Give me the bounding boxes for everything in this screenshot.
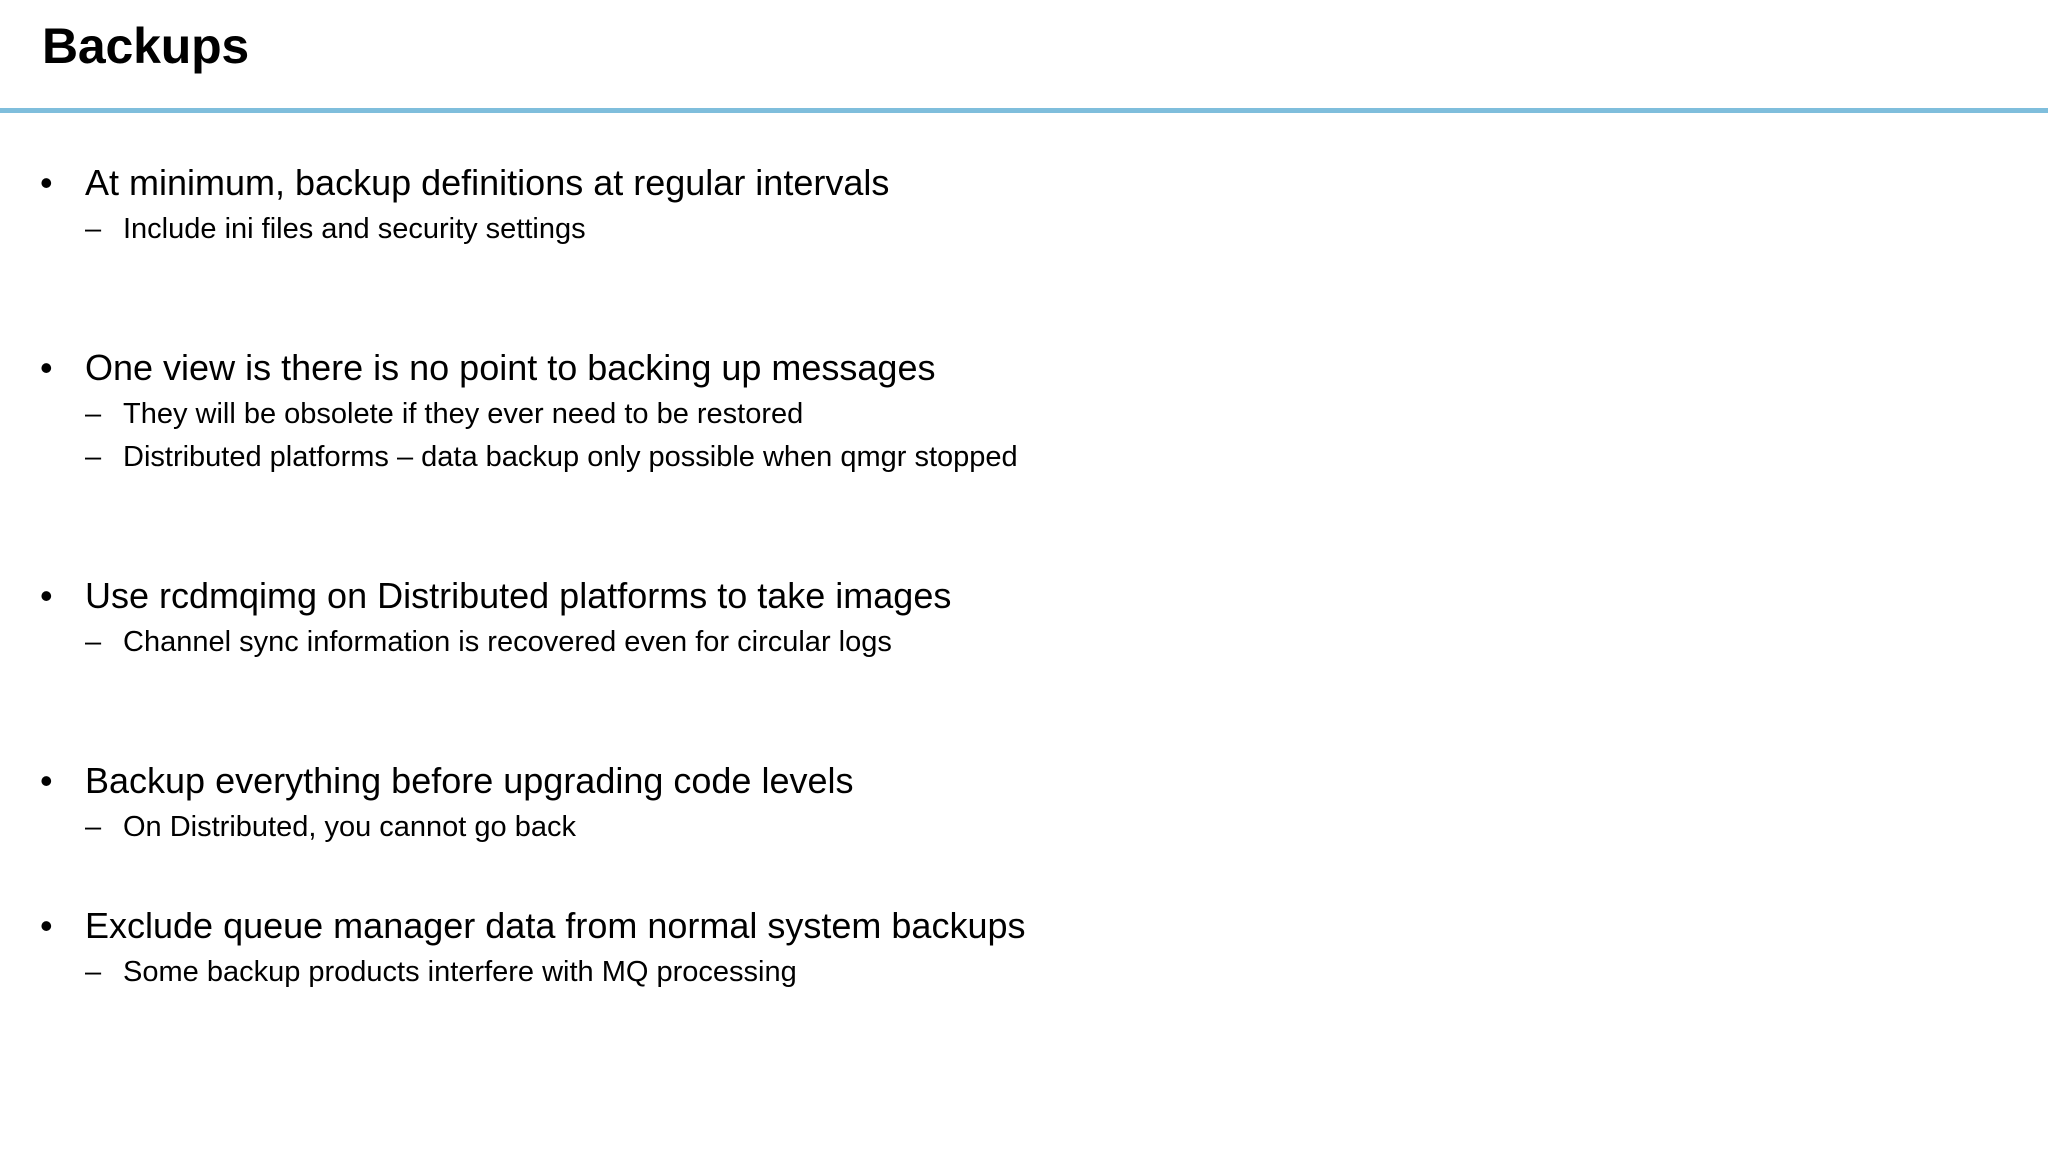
bullet-group-2: • One view is there is no point to backi… <box>0 343 2048 479</box>
bullet-item-level2: – On Distributed, you cannot go back <box>0 806 2048 849</box>
bullet-text: Use rcdmqimg on Distributed platforms to… <box>85 575 952 616</box>
bullet-text: At minimum, backup definitions at regula… <box>85 162 890 203</box>
bullet-text: On Distributed, you cannot go back <box>123 811 576 843</box>
sub-list: – Some backup products interfere with MQ… <box>0 951 2048 994</box>
bullet-dot-icon: • <box>40 760 53 801</box>
page-title: Backups <box>42 18 250 74</box>
bullet-dot-icon: • <box>40 347 53 388</box>
bullet-group-5: • Exclude queue manager data from normal… <box>0 901 2048 994</box>
bullet-dot-icon: • <box>40 162 53 203</box>
bullet-dot-icon: • <box>40 575 53 616</box>
bullet-text: Exclude queue manager data from normal s… <box>85 905 1026 946</box>
bullet-text: One view is there is no point to backing… <box>85 347 936 388</box>
bullet-item-level1: • One view is there is no point to backi… <box>0 343 2048 392</box>
bullet-dash-icon: – <box>85 956 102 988</box>
bullet-group-4: • Backup everything before upgrading cod… <box>0 756 2048 849</box>
group-spacer <box>0 849 2048 901</box>
group-spacer <box>0 251 2048 343</box>
bullet-item-level1: • Exclude queue manager data from normal… <box>0 901 2048 950</box>
bullet-text: They will be obsolete if they ever need … <box>123 398 804 430</box>
sub-list: – Include ini files and security setting… <box>0 208 2048 251</box>
slide-header: Backups <box>0 0 2048 113</box>
sub-list: – Channel sync information is recovered … <box>0 621 2048 664</box>
bullet-text: Include ini files and security settings <box>123 213 586 245</box>
bullet-item-level1: • Backup everything before upgrading cod… <box>0 756 2048 805</box>
bullet-dot-icon: • <box>40 905 53 946</box>
group-spacer <box>0 664 2048 756</box>
bullet-dash-icon: – <box>85 213 102 245</box>
bullet-dash-icon: – <box>85 811 102 843</box>
bullet-item-level2: – Channel sync information is recovered … <box>0 621 2048 664</box>
bullet-item-level2: – Some backup products interfere with MQ… <box>0 951 2048 994</box>
bullet-item-level1: • At minimum, backup definitions at regu… <box>0 158 2048 207</box>
bullet-text: Some backup products interfere with MQ p… <box>123 956 797 988</box>
sub-list: – On Distributed, you cannot go back <box>0 806 2048 849</box>
bullet-dash-icon: – <box>85 626 102 658</box>
bullet-text: Distributed platforms – data backup only… <box>123 441 1018 473</box>
slide-body: • At minimum, backup definitions at regu… <box>0 112 2048 1152</box>
bullet-item-level2: – Include ini files and security setting… <box>0 208 2048 251</box>
bullet-item-level2: – They will be obsolete if they ever nee… <box>0 393 2048 436</box>
bullet-text: Backup everything before upgrading code … <box>85 760 854 801</box>
bullet-dash-icon: – <box>85 441 102 473</box>
sub-list: – They will be obsolete if they ever nee… <box>0 393 2048 479</box>
bullet-dash-icon: – <box>85 398 102 430</box>
bullet-item-level1: • Use rcdmqimg on Distributed platforms … <box>0 571 2048 620</box>
bullet-text: Channel sync information is recovered ev… <box>123 626 892 658</box>
bullet-group-3: • Use rcdmqimg on Distributed platforms … <box>0 571 2048 664</box>
group-spacer <box>0 479 2048 571</box>
title-divider-rule <box>0 108 2048 113</box>
bullet-group-1: • At minimum, backup definitions at regu… <box>0 158 2048 251</box>
bullet-item-level2: – Distributed platforms – data backup on… <box>0 436 2048 479</box>
